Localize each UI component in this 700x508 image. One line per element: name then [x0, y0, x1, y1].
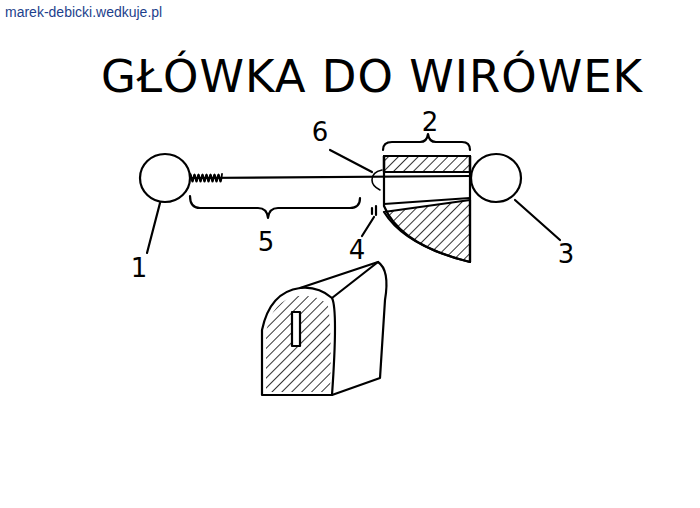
- slot-line: [384, 198, 470, 204]
- callout-number: 4: [349, 237, 366, 263]
- head-lower: [384, 200, 470, 262]
- wire-twist: [190, 174, 222, 182]
- clip: [372, 206, 376, 215]
- title: GŁÓWKA DO WIRÓWEK: [101, 54, 643, 99]
- watermark: marek-debicki.wedkuje.pl: [5, 5, 162, 19]
- wire: [190, 176, 470, 178]
- leader-line: [515, 200, 560, 240]
- head-3d-face: [266, 296, 331, 392]
- head-3d-edge: [332, 298, 335, 395]
- rear-ring: [471, 154, 521, 202]
- head-upper: [384, 156, 470, 172]
- head-3d: [262, 262, 386, 395]
- callout-number: 3: [558, 241, 575, 267]
- leader-line: [330, 150, 372, 172]
- bracket: [190, 196, 360, 218]
- leader-line: [362, 217, 374, 236]
- callout-number: 2: [422, 109, 439, 135]
- bracket: [383, 134, 470, 150]
- front-ring: [140, 154, 190, 202]
- head-3d-slot: [292, 312, 300, 346]
- bracket: [372, 170, 382, 190]
- head-body: [384, 156, 470, 262]
- callout-number: 5: [258, 229, 275, 255]
- leader-line: [147, 203, 160, 253]
- head-3d-edge: [300, 262, 378, 288]
- callout-number: 6: [312, 119, 329, 145]
- head-upper-outline: [384, 156, 470, 172]
- callout-number: 1: [131, 255, 148, 281]
